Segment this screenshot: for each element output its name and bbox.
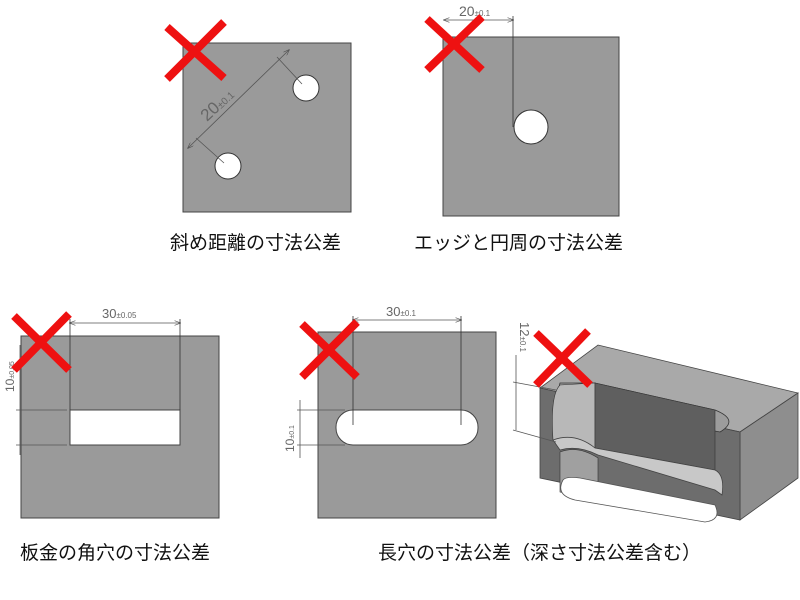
caption-edge-to-circle: エッジと円周の寸法公差 bbox=[414, 232, 624, 254]
caption-diagonal-distance: 斜め距離の寸法公差 bbox=[170, 232, 342, 254]
caption-square-hole: 板金の角穴の寸法公差 bbox=[20, 542, 211, 564]
panel-slot-depth-3d: 12±0.1 bbox=[512, 322, 799, 523]
cross-mark-icon bbox=[424, 14, 485, 73]
panel-edge-to-circle: 20±0.1 bbox=[424, 3, 620, 217]
dimension-label-vertical: 10±0.1 bbox=[283, 425, 297, 452]
panel-diagonal-distance: 20±0.1 bbox=[164, 19, 352, 213]
slot-bottom-outline bbox=[560, 476, 718, 523]
cross-mark-icon bbox=[533, 328, 593, 388]
hole bbox=[214, 152, 242, 180]
dimension-label-vertical: 10±0.05 bbox=[3, 361, 17, 392]
dimension-label: 30±0.1 bbox=[386, 304, 417, 319]
dimension-line bbox=[188, 50, 289, 148]
caption-slot-hole: 長穴の寸法公差（深さ寸法公差含む） bbox=[378, 542, 702, 564]
dimension-label-depth: 12±0.1 bbox=[517, 322, 532, 353]
hole bbox=[513, 109, 549, 145]
square-hole bbox=[69, 409, 181, 446]
slot-hole bbox=[335, 409, 479, 446]
cross-mark-icon bbox=[11, 311, 72, 373]
cross-mark-icon bbox=[164, 19, 227, 82]
panel-slot-hole: 30±0.1 10±0.1 bbox=[283, 304, 497, 519]
dimension-label: 30±0.05 bbox=[102, 306, 137, 321]
cross-mark-icon bbox=[299, 319, 360, 380]
panel-sheet-square-hole: 30±0.05 10±0.05 bbox=[3, 306, 220, 519]
dimension-label: 20±0.1 bbox=[459, 3, 491, 19]
